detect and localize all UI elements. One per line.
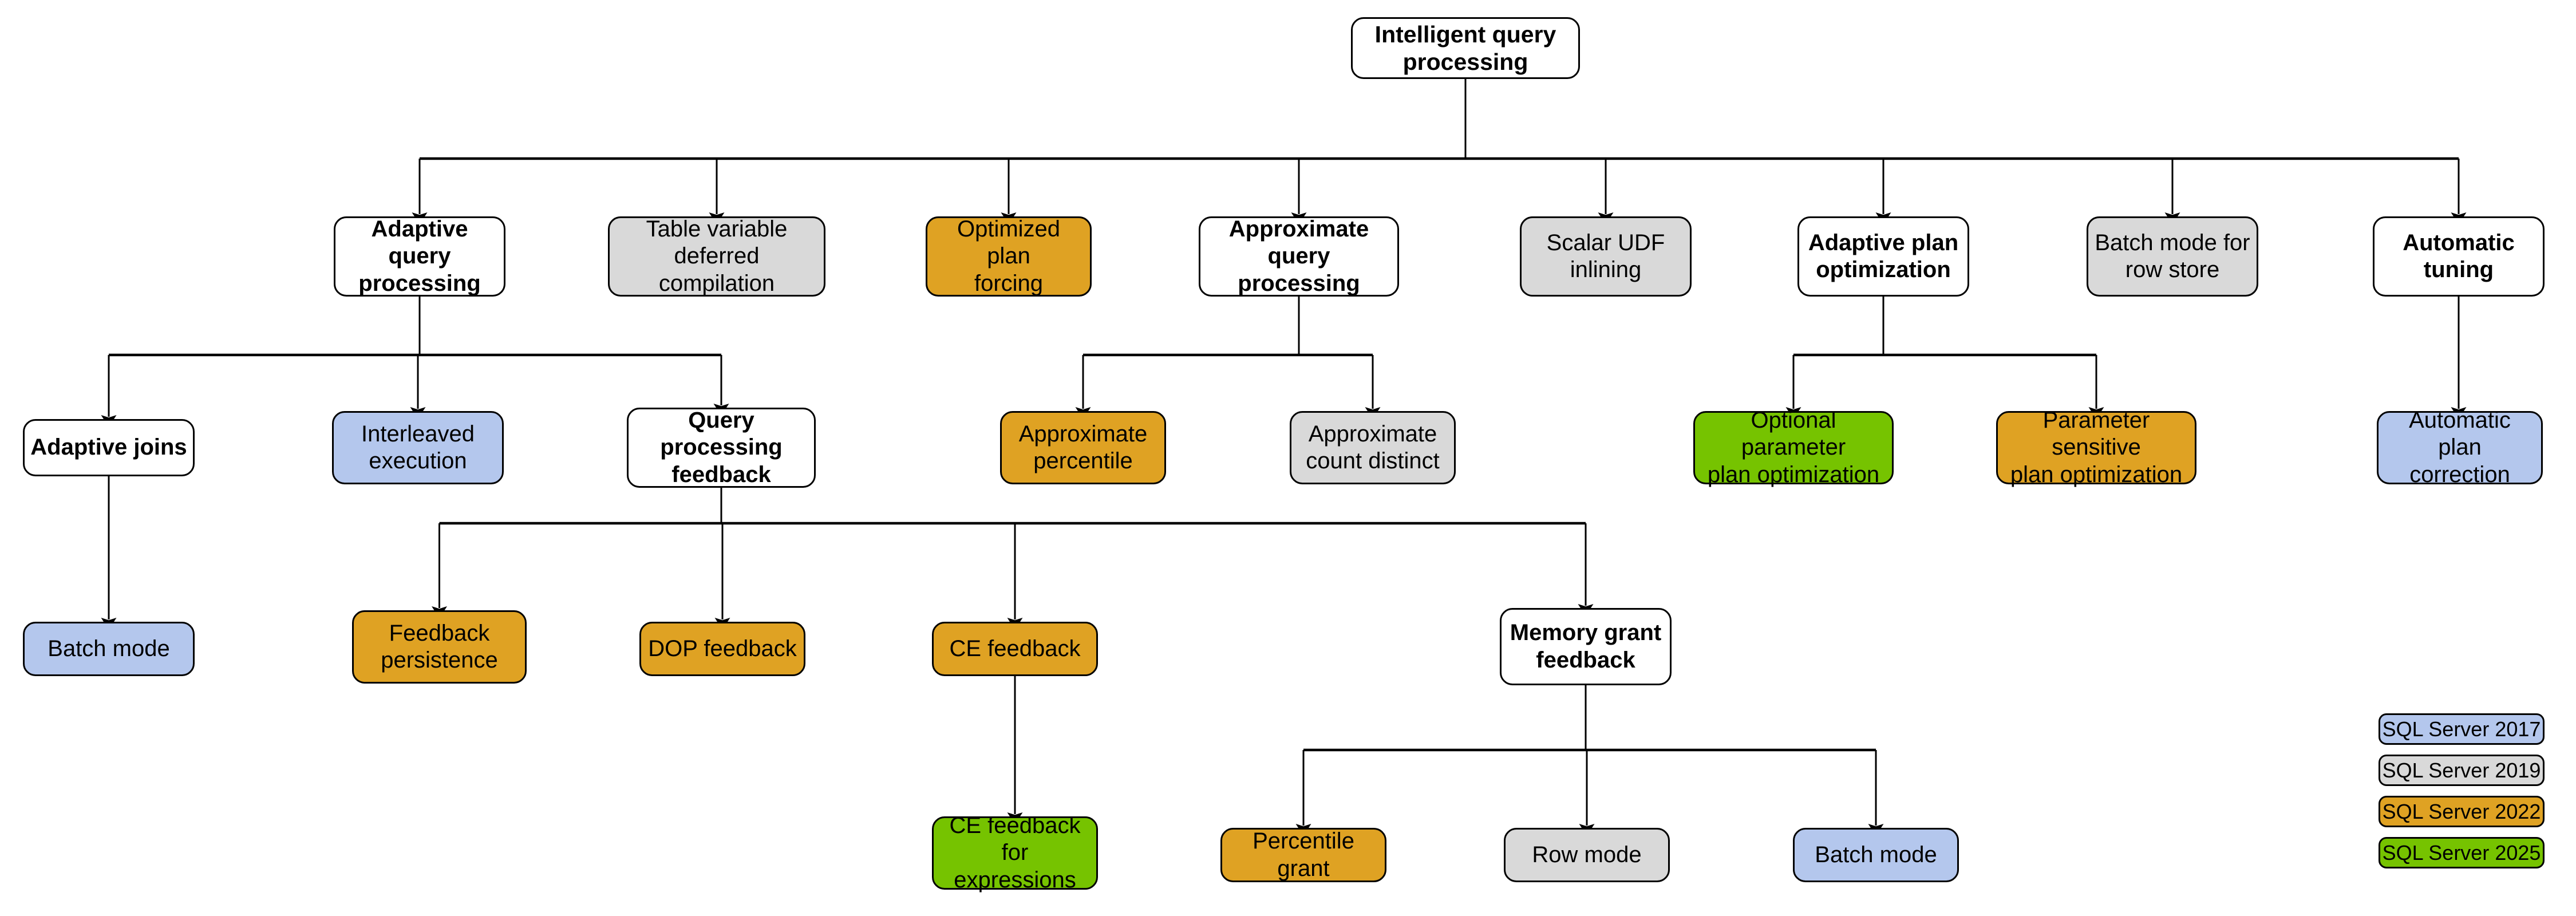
node-mgf[interactable]: Memory grant feedback bbox=[1500, 608, 1672, 685]
node-fbpersist[interactable]: Feedback persistence bbox=[352, 610, 527, 684]
node-aqp[interactable]: Adaptive query processing bbox=[334, 216, 505, 297]
node-pspo[interactable]: Parameter sensitive plan optimization bbox=[1996, 408, 2196, 487]
node-label: Feedback persistence bbox=[381, 620, 498, 673]
node-label: Scalar UDF inlining bbox=[1546, 230, 1665, 282]
node-apo[interactable]: Adaptive plan optimization bbox=[1797, 216, 1969, 297]
legend-item-label: SQL Server 2022 bbox=[2382, 799, 2541, 823]
node-apc[interactable]: Automatic plan correction bbox=[2377, 408, 2543, 487]
node-approxpct[interactable]: Approximate percentile bbox=[1000, 411, 1166, 484]
legend-item-label: SQL Server 2025 bbox=[2382, 840, 2541, 864]
node-label: Parameter sensitive plan optimization bbox=[2010, 408, 2183, 487]
node-label: Approximate query processing bbox=[1228, 216, 1369, 296]
node-cefbexpr[interactable]: CE feedback for expressions bbox=[932, 813, 1098, 893]
legend-item-label: SQL Server 2017 bbox=[2382, 717, 2541, 741]
node-label: Row mode bbox=[1532, 842, 1642, 867]
legend-item-label: SQL Server 2019 bbox=[2382, 758, 2541, 782]
legend-item-sql-server-2019: SQL Server 2019 bbox=[2379, 755, 2545, 786]
node-rowmode[interactable]: Row mode bbox=[1504, 828, 1670, 882]
node-label: Batch mode bbox=[1815, 842, 1937, 867]
node-qpf[interactable]: Query processing feedback bbox=[627, 408, 816, 488]
node-cefb[interactable]: CE feedback bbox=[932, 622, 1098, 676]
node-approxcd[interactable]: Approximate count distinct bbox=[1290, 411, 1456, 484]
node-oppo[interactable]: Optional parameter plan optimization bbox=[1693, 408, 1894, 487]
node-opf[interactable]: Optimized plan forcing bbox=[926, 216, 1092, 297]
node-label: Approximate percentile bbox=[1018, 421, 1148, 473]
node-label: Table variable deferred compilation bbox=[646, 216, 788, 296]
node-label: Percentile grant bbox=[1253, 828, 1354, 881]
node-dopfb[interactable]: DOP feedback bbox=[639, 622, 805, 676]
node-label: Automatic plan correction bbox=[2409, 408, 2511, 487]
node-label: Automatic tuning bbox=[2403, 230, 2515, 282]
node-udf[interactable]: Scalar UDF inlining bbox=[1520, 216, 1692, 297]
node-label: Adaptive plan optimization bbox=[1808, 230, 1959, 282]
node-label: DOP feedback bbox=[648, 635, 797, 661]
legend-item-sql-server-2025: SQL Server 2025 bbox=[2379, 837, 2545, 868]
node-pctgrant[interactable]: Percentile grant bbox=[1220, 828, 1386, 882]
node-label: Batch mode bbox=[48, 635, 170, 661]
node-label: Optional parameter plan optimization bbox=[1707, 408, 1880, 487]
node-autotune[interactable]: Automatic tuning bbox=[2373, 216, 2545, 297]
node-label: Optimized plan forcing bbox=[957, 216, 1061, 296]
legend-item-sql-server-2017: SQL Server 2017 bbox=[2379, 713, 2545, 745]
node-label: Batch mode for row store bbox=[2095, 230, 2250, 282]
node-label: Memory grant feedback bbox=[1510, 620, 1662, 673]
node-root[interactable]: Intelligent query processing bbox=[1351, 17, 1580, 79]
node-batchmode2[interactable]: Batch mode bbox=[1793, 828, 1959, 882]
node-adaptivejoin[interactable]: Adaptive joins bbox=[23, 419, 195, 476]
node-label: CE feedback bbox=[949, 635, 1081, 661]
node-label: Adaptive query processing bbox=[358, 216, 481, 296]
legend-item-sql-server-2022: SQL Server 2022 bbox=[2379, 796, 2545, 827]
node-label: Adaptive joins bbox=[30, 435, 187, 460]
node-interleaved[interactable]: Interleaved execution bbox=[332, 411, 504, 484]
node-label: Query processing feedback bbox=[660, 408, 783, 487]
node-label: Approximate count distinct bbox=[1306, 421, 1440, 473]
node-tvdc[interactable]: Table variable deferred compilation bbox=[608, 216, 825, 297]
node-label: Interleaved execution bbox=[361, 421, 475, 473]
node-batchmode1[interactable]: Batch mode bbox=[23, 622, 195, 676]
node-label: CE feedback for expressions bbox=[949, 813, 1081, 893]
node-label: Intelligent query processing bbox=[1374, 21, 1556, 75]
node-approxqp[interactable]: Approximate query processing bbox=[1199, 216, 1399, 297]
node-bmrs[interactable]: Batch mode for row store bbox=[2087, 216, 2258, 297]
